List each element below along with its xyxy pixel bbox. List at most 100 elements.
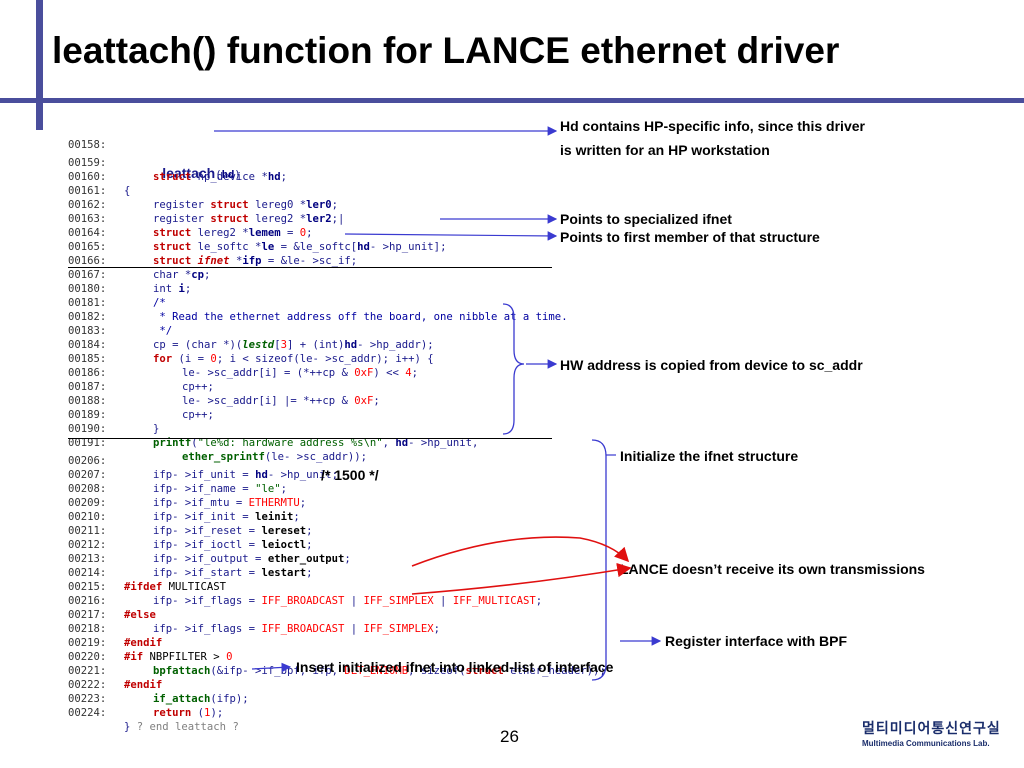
code-token: 0 (226, 651, 233, 663)
line-number: 00182: (68, 311, 107, 323)
code-token: leinit (255, 511, 294, 523)
code-line: 00213: ifp- >if_start = lestart; (68, 538, 312, 579)
code-token: DLT_EN10MB (344, 665, 409, 677)
code-token: [ (274, 339, 281, 351)
brace-hw-addr (502, 303, 525, 435)
code-line: 00181: * Read the ethernet address off t… (68, 282, 568, 323)
code-token: ; (306, 539, 313, 551)
code-line: 00218: #endif (68, 608, 162, 649)
code-line: 00158: leattach(hd) (68, 124, 241, 181)
code-line: 00186: cp++; (68, 352, 214, 393)
code-token: lemem (248, 227, 281, 239)
code-token: MULTICAST (162, 581, 227, 593)
code-token: lestart (261, 567, 307, 579)
code-token: ; (433, 623, 441, 635)
code-line: 00184: for (i = 0; i < sizeof(le- >sc_ad… (68, 324, 434, 365)
line-number: 00183: (68, 325, 107, 337)
code-token: cp (191, 269, 205, 281)
code-token: lereg0 * (248, 199, 307, 211)
code-line: 00163: struct lereg2 *lemem = 0; (68, 198, 313, 239)
line-number: 00163: (68, 213, 107, 225)
code-token: * (229, 255, 243, 267)
code-token: ;| (331, 213, 345, 225)
code-line: 00188: cp++; (68, 380, 214, 421)
code-line: 00165: struct ifnet *ifp = &le- >sc_if; (68, 226, 357, 267)
code-token: ifp- >if_reset = (153, 525, 262, 537)
code-line: 00166: char *cp; (68, 240, 210, 281)
code-line: 00160: { (68, 156, 130, 197)
function-name: leattach (162, 165, 216, 181)
code-token: = &le_softc[ (274, 241, 358, 253)
line-number: 00210: (68, 511, 107, 523)
line-number: 00186: (68, 367, 107, 379)
code-token: hd (255, 469, 268, 481)
code-token: char * (153, 269, 192, 281)
code-line: 00167: int i; (68, 254, 191, 295)
code-token: - >hp_unit; (267, 469, 338, 481)
line-number: 00160: (68, 171, 107, 183)
code-token: hd (357, 241, 370, 253)
code-token: struct (153, 171, 192, 183)
annotation-hw-addr: HW address is copied from device to sc_a… (560, 357, 863, 373)
code-token: ; (299, 497, 307, 509)
code-token: ; (411, 367, 419, 379)
code-token: ifp- >if_flags = (153, 595, 262, 607)
code-token: struct (153, 241, 192, 253)
line-number: 00212: (68, 539, 107, 551)
code-token: ifnet (197, 255, 230, 267)
code-token: if_attach (153, 693, 211, 705)
code-line: 00180: /* (68, 268, 166, 309)
code-token: 1 (204, 707, 211, 719)
code-token: struct (210, 213, 249, 225)
code-comment: ? end leattach ? (130, 721, 239, 733)
code-token: ether_sprintf (182, 451, 265, 463)
annotation-first-member: Points to first member of that structure (560, 229, 820, 245)
code-token: struct (153, 227, 192, 239)
code-line: 00187: le- >sc_addr[i] |= *++cp & 0xF; (68, 366, 380, 407)
line-number: 00213: (68, 553, 107, 565)
code-token: 0 (210, 353, 217, 365)
code-token: "le%d: hardware address %s\n" (197, 437, 383, 449)
code-token: | (344, 623, 364, 635)
code-line: 00216: #else (68, 580, 156, 621)
code-token: ler0 (306, 199, 332, 211)
code-token: - >hp_addr); (357, 339, 434, 351)
code-token: ; (535, 595, 543, 607)
code-token: | (344, 595, 364, 607)
code-token: ifp (242, 255, 262, 267)
code-token: } (153, 423, 160, 435)
code-token: ; (280, 483, 287, 495)
code-token: ] + (int) (286, 339, 345, 351)
code-token: #endif (124, 637, 163, 649)
code-token: ; (373, 395, 380, 407)
code-token: hd (267, 171, 281, 183)
code-line: 00206: ifp- >if_unit = hd- >hp_unit; (68, 440, 338, 481)
code-token: IFF_SIMPLEX (363, 595, 434, 607)
slide-title: leattach() function for LANCE ethernet d… (52, 30, 840, 71)
code-token: ifp- >if_output = (153, 553, 268, 565)
code-token: ; (306, 227, 313, 239)
code-token: ); (210, 707, 224, 719)
code-token: ETHERMTU (248, 497, 300, 509)
code-token: cp = (char *)( (153, 339, 243, 351)
line-number: 00188: (68, 395, 107, 407)
code-token: lereg2 * (191, 227, 249, 239)
code-token: cp++; (182, 381, 214, 393)
accent-bar-vertical (36, 0, 43, 130)
code-token: #ifdef (124, 581, 163, 593)
code-line: 00208: ifp- >if_mtu = ETHERMTU; (68, 468, 306, 509)
line-number: 00214: (68, 567, 107, 579)
code-token: | (433, 595, 453, 607)
code-token: ; (184, 283, 192, 295)
code-token: , sizeof( (408, 665, 466, 677)
code-token: (le- >sc_addr)); (264, 451, 367, 463)
code-token: i (178, 283, 185, 295)
code-token: le- >sc_addr[i] |= *++cp & (182, 395, 355, 407)
code-token: ifp- >if_unit = (153, 469, 256, 481)
code-line: 00223: return (1); (68, 678, 223, 719)
code-token: "le" (255, 483, 281, 495)
code-token: struct (210, 199, 249, 211)
line-number: 00216: (68, 595, 107, 607)
code-line: 00183: cp = (char *)(lestd[3] + (int)hd-… (68, 310, 434, 351)
line-number: 00209: (68, 497, 107, 509)
